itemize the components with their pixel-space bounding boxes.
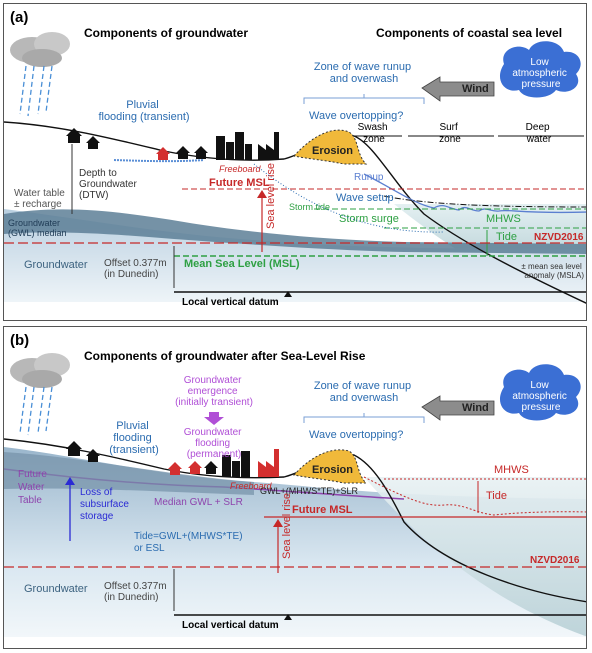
future-msl-label: Future MSL xyxy=(292,504,353,516)
loss-arrowhead xyxy=(65,477,75,485)
saltwater-interface xyxy=(253,163,445,233)
datum-label: Local vertical datum xyxy=(182,620,279,631)
panel-a: Erosion Low atmospheric pressure xyxy=(3,3,587,321)
groundwater-label: Groundwater xyxy=(24,259,88,271)
factory-icon xyxy=(258,449,279,477)
tide-label: Tide xyxy=(496,231,517,243)
slr-arrowhead xyxy=(273,519,283,527)
wave-setup-label: Wave setup xyxy=(336,192,394,204)
title-after-slr: Components of groundwater after Sea-Leve… xyxy=(84,349,366,363)
future-msl-label: Future MSL xyxy=(209,177,270,189)
wind-label: Wind xyxy=(462,83,489,95)
mhws-label: MHWS xyxy=(494,464,529,476)
tide-eq-label: Tide=GWL+(MHWS*TE) or ESL xyxy=(134,531,245,554)
pluvial-flood-water xyxy=(113,159,205,163)
erosion-area xyxy=(293,449,368,484)
median-gwl-label: Median GWL + SLR xyxy=(154,497,243,508)
offset-label: Offset 0.377m (in Dunedin) xyxy=(104,581,169,603)
gw-flooding-label: Groundwater flooding (permanent) xyxy=(184,427,245,460)
deep-label: Deep water xyxy=(526,122,553,145)
wind-arrow-icon xyxy=(421,395,495,421)
emergence-label: Groundwater emergence (initially transie… xyxy=(175,375,253,408)
erosion-area xyxy=(293,129,368,165)
city-buildings-icon xyxy=(216,132,252,160)
loss-label: Loss of subsurface storage xyxy=(80,487,132,522)
panel-b-diagram: Erosion Low atmospheric pressure Wind xyxy=(4,332,586,637)
tide-curve xyxy=(363,476,586,516)
swash-label: Swash zone xyxy=(358,122,391,145)
erosion-label: Erosion xyxy=(312,145,353,157)
title-groundwater: Components of groundwater xyxy=(84,26,248,40)
rain-cloud-icon xyxy=(10,32,70,117)
datum-triangle-icon xyxy=(284,614,292,620)
house-icon xyxy=(66,441,218,475)
setup-line xyxy=(383,195,586,208)
pressure-label: Low atmospheric pressure xyxy=(512,57,569,90)
emergence-arrow-icon xyxy=(204,412,224,425)
overtopping-label: Wave overtopping? xyxy=(309,110,403,122)
nzvd-label: NZVD2016 xyxy=(530,555,580,566)
dtw-label: Depth to Groundwater (DTW) xyxy=(79,168,140,201)
slr-label: Sea level rise xyxy=(281,493,293,559)
surf-label: Surf zone xyxy=(439,122,461,145)
storm-tide-label: Storm tide xyxy=(289,202,330,212)
gwl-mhws-label: GWL+(MHWS*TE)+SLR xyxy=(260,486,359,496)
tide-label: Tide xyxy=(486,490,507,502)
rain-cloud-icon xyxy=(10,353,70,436)
house-icon xyxy=(66,128,208,160)
factory-icon xyxy=(258,132,279,160)
mhws-label: MHWS xyxy=(486,213,521,225)
panel-a-diagram: Erosion Low atmospheric pressure xyxy=(4,9,586,308)
gwl-median-label: Groundwater (GWL) median xyxy=(8,218,67,238)
panel-letter: (b) xyxy=(10,332,29,349)
pluvial-label: Pluvial flooding (transient) xyxy=(109,420,159,456)
wave-zone-bracket xyxy=(303,413,425,423)
wave-zone-bracket xyxy=(303,94,425,104)
groundwater-label: Groundwater xyxy=(24,583,88,595)
slr-label: Sea level rise xyxy=(265,163,277,229)
wind-label: Wind xyxy=(462,402,489,414)
freeboard-label: Freeboard xyxy=(230,481,273,491)
offset-label: Offset 0.377m (in Dunedin) xyxy=(104,258,169,280)
slr-arrowhead xyxy=(257,190,267,198)
panel-b: Erosion Low atmospheric pressure Wind xyxy=(3,326,587,649)
city-buildings-icon xyxy=(222,451,250,477)
panel-letter: (a) xyxy=(10,9,28,26)
pluvial-label: Pluvial flooding (transient) xyxy=(98,99,189,123)
wave-zone-label: Zone of wave runup and overwash xyxy=(314,380,414,404)
low-pressure-cloud-icon xyxy=(499,364,581,421)
wave-zone-label: Zone of wave runup and overwash xyxy=(314,61,414,85)
title-coastal: Components of coastal sea level xyxy=(376,26,562,40)
overtopping-label: Wave overtopping? xyxy=(309,429,403,441)
datum-triangle-icon xyxy=(284,291,292,297)
storm-surge-label: Storm surge xyxy=(339,213,399,225)
pressure-label: Low atmospheric pressure xyxy=(512,380,569,413)
water-table-label: Water table ± recharge xyxy=(14,188,68,210)
low-pressure-cloud-icon xyxy=(499,41,581,98)
future-wt-label: Future Water Table xyxy=(18,469,50,506)
runup-label: Runup xyxy=(354,172,384,183)
nzvd-label: NZVD2016 xyxy=(534,232,584,243)
groundwater-body xyxy=(4,447,586,637)
freeboard-label: Freeboard xyxy=(219,164,262,174)
erosion-label: Erosion xyxy=(312,464,353,476)
datum-label: Local vertical datum xyxy=(182,297,279,308)
msla-label: ± mean sea level anomaly (MSLA) xyxy=(521,262,584,280)
wind-arrow-icon xyxy=(421,76,495,102)
msl-label: Mean Sea Level (MSL) xyxy=(184,258,300,270)
